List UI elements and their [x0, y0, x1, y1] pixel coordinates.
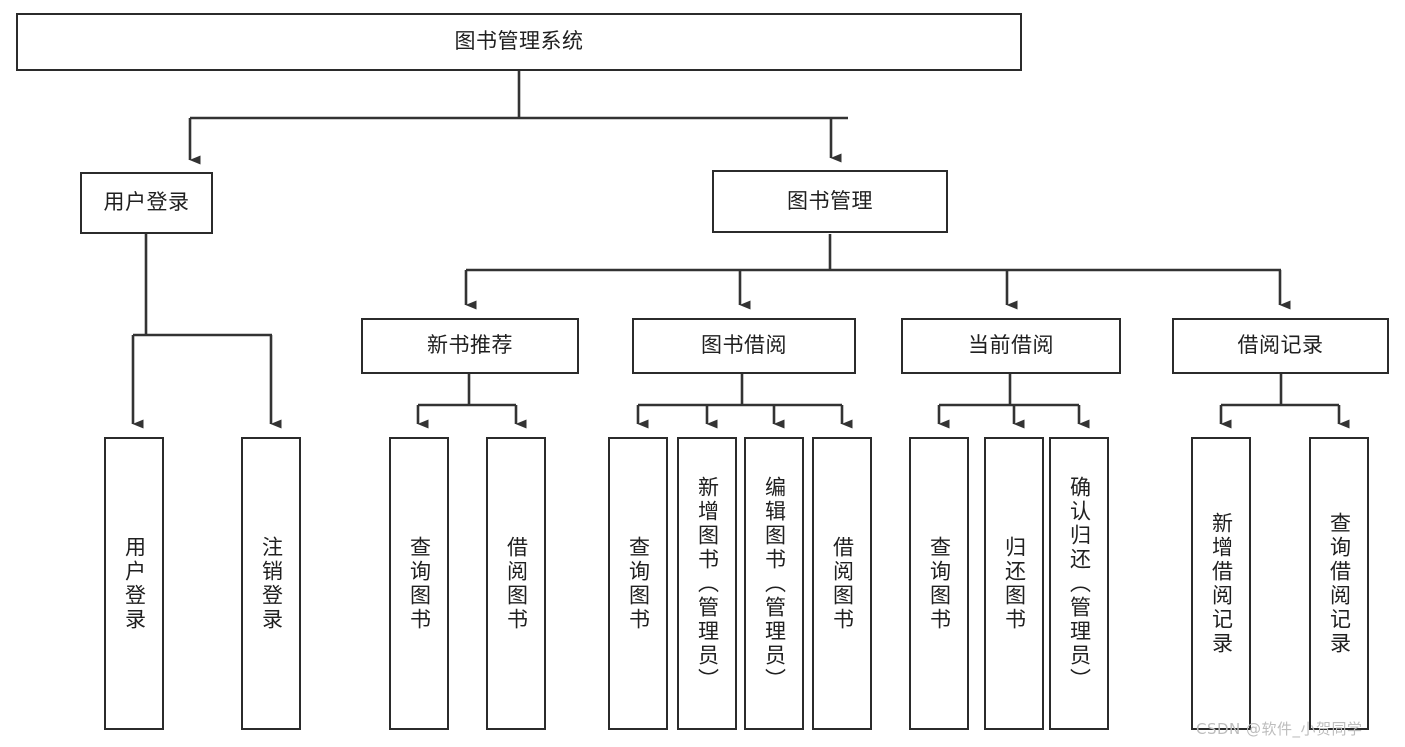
- node-book-borrow[interactable]: 图书借阅: [632, 318, 856, 374]
- node-root-system[interactable]: 图书管理系统: [16, 13, 1022, 71]
- node-current-borrow[interactable]: 当前借阅: [901, 318, 1121, 374]
- leaf-node[interactable]: 注销登录: [241, 437, 301, 730]
- leaf-node[interactable]: 确认归还（管理员）: [1049, 437, 1109, 730]
- node-book-management[interactable]: 图书管理: [712, 170, 948, 233]
- leaf-node-label: 借阅图书: [504, 535, 529, 632]
- leaf-node[interactable]: 借阅图书: [486, 437, 546, 730]
- leaf-node[interactable]: 借阅图书: [812, 437, 872, 730]
- leaf-node[interactable]: 查询图书: [389, 437, 449, 730]
- node-root-label: 图书管理系统: [454, 29, 584, 54]
- leaf-node[interactable]: 编辑图书（管理员）: [744, 437, 804, 730]
- leaf-node-label: 确认归还（管理员）: [1067, 475, 1092, 692]
- leaf-node-label: 归还图书: [1002, 535, 1027, 632]
- leaf-node[interactable]: 查询图书: [608, 437, 668, 730]
- node-borrow-record-label: 借阅记录: [1237, 333, 1324, 358]
- connectors-userlogin-to-leaves: [131, 234, 282, 429]
- leaf-node-label: 新增图书（管理员）: [695, 475, 720, 692]
- node-current-borrow-label: 当前借阅: [968, 333, 1054, 358]
- leaf-node-label: 查询借阅记录: [1327, 511, 1352, 656]
- node-new-book-recommend[interactable]: 新书推荐: [361, 318, 579, 374]
- leaf-node[interactable]: 新增图书（管理员）: [677, 437, 737, 730]
- leaf-node-label: 查询图书: [407, 535, 432, 632]
- leaf-node-label: 注销登录: [259, 535, 284, 632]
- node-book-management-label: 图书管理: [787, 188, 873, 213]
- connectors-bookmgmt-to-level3: [464, 234, 1291, 310]
- connectors-record-to-leaves: [1219, 374, 1350, 429]
- leaf-node-label: 借阅图书: [830, 535, 855, 632]
- leaf-node-label: 查询图书: [927, 535, 952, 632]
- node-user-login-label: 用户登录: [103, 190, 190, 215]
- csdn-watermark: CSDN @软件_小贺同学: [1196, 720, 1363, 738]
- leaf-node[interactable]: 用户登录: [104, 437, 164, 730]
- node-borrow-record[interactable]: 借阅记录: [1172, 318, 1389, 374]
- leaf-node-label: 查询图书: [626, 535, 651, 632]
- connectors-borrowbook-to-leaves: [636, 374, 853, 429]
- node-book-borrow-label: 图书借阅: [701, 333, 787, 358]
- connectors-root-to-level2: [188, 71, 848, 165]
- leaf-node[interactable]: 查询借阅记录: [1309, 437, 1369, 730]
- leaf-node-label: 新增借阅记录: [1209, 511, 1234, 656]
- leaf-node[interactable]: 查询图书: [909, 437, 969, 730]
- node-user-login[interactable]: 用户登录: [80, 172, 213, 234]
- leaf-node[interactable]: 新增借阅记录: [1191, 437, 1251, 730]
- leaf-node-label: 用户登录: [122, 535, 147, 632]
- connectors-newbook-to-leaves: [416, 374, 527, 429]
- leaf-node[interactable]: 归还图书: [984, 437, 1044, 730]
- connectors-current-to-leaves: [937, 374, 1090, 429]
- leaf-node-label: 编辑图书（管理员）: [762, 475, 787, 692]
- node-new-book-recommend-label: 新书推荐: [427, 333, 513, 358]
